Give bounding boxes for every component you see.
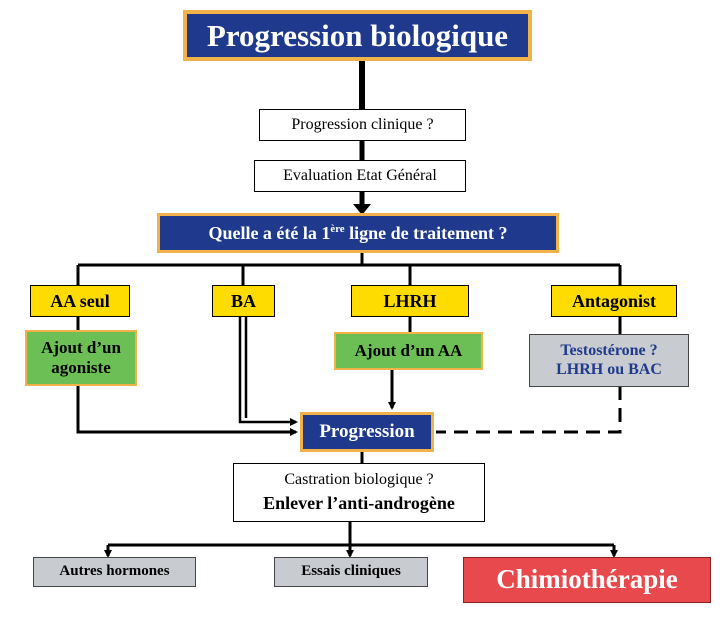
outcome-autres-hormones-text: Autres hormones <box>59 563 170 580</box>
progression-text: Progression <box>319 421 415 443</box>
castration-box: Castration biologique ? Enlever l’anti-a… <box>233 463 485 522</box>
connector-ba-progression-a <box>238 316 298 426</box>
outcome-chimiotherapie: Chimiothérapie <box>463 557 711 603</box>
outcome-essais-cliniques: Essais cliniques <box>274 557 428 587</box>
castration-line2: Enlever l’anti-androgène <box>263 492 455 513</box>
branch-lhrh: LHRH <box>351 285 469 317</box>
question-box: Quelle a été la 1ère ligne de traitement… <box>157 213 559 253</box>
step-progression-clinique-text: Progression clinique ? <box>291 115 434 133</box>
title-text: Progression biologique <box>206 17 509 53</box>
outcome-chimiotherapie-text: Chimiothérapie <box>496 564 678 595</box>
branch-ba-text: BA <box>230 290 256 311</box>
connector-testo-progression-dashed <box>436 386 622 434</box>
branch-ba: BA <box>212 285 275 317</box>
branch-antagonist: Antagonist <box>551 285 677 317</box>
castration-line1: Castration biologique ? <box>284 471 434 489</box>
branch-aa-seul: AA seul <box>30 285 130 317</box>
action-ajout-agoniste: Ajout d’un agoniste <box>25 330 137 386</box>
step-progression-clinique: Progression clinique ? <box>259 109 466 141</box>
action-testosterone-line1: Testostérone ? <box>560 342 658 360</box>
action-testosterone-line2: LHRH ou BAC <box>556 360 662 378</box>
connector-agonist-progression <box>76 385 298 436</box>
outcome-essais-cliniques-text: Essais cliniques <box>301 563 401 580</box>
branch-antagonist-text: Antagonist <box>571 290 656 311</box>
arrow-to-question <box>353 204 371 215</box>
progression-box: Progression <box>300 412 434 452</box>
branch-aa-seul-text: AA seul <box>50 290 110 311</box>
question-text: Quelle a été la 1ère ligne de traitement… <box>208 222 508 243</box>
action-ajout-aa: Ajout d’un AA <box>334 332 483 370</box>
outcome-autres-hormones: Autres hormones <box>33 557 196 587</box>
step-evaluation-text: Evaluation Etat Général <box>283 166 437 184</box>
title-box: Progression biologique <box>183 10 532 61</box>
action-ajout-agoniste-line1: Ajout d’un <box>41 338 121 358</box>
action-ajout-agoniste-line2: agoniste <box>51 358 111 377</box>
action-testosterone: Testostérone ? LHRH ou BAC <box>529 334 689 387</box>
step-evaluation: Evaluation Etat Général <box>254 160 466 192</box>
action-ajout-aa-text: Ajout d’un AA <box>354 341 463 361</box>
branch-lhrh-text: LHRH <box>383 290 437 311</box>
